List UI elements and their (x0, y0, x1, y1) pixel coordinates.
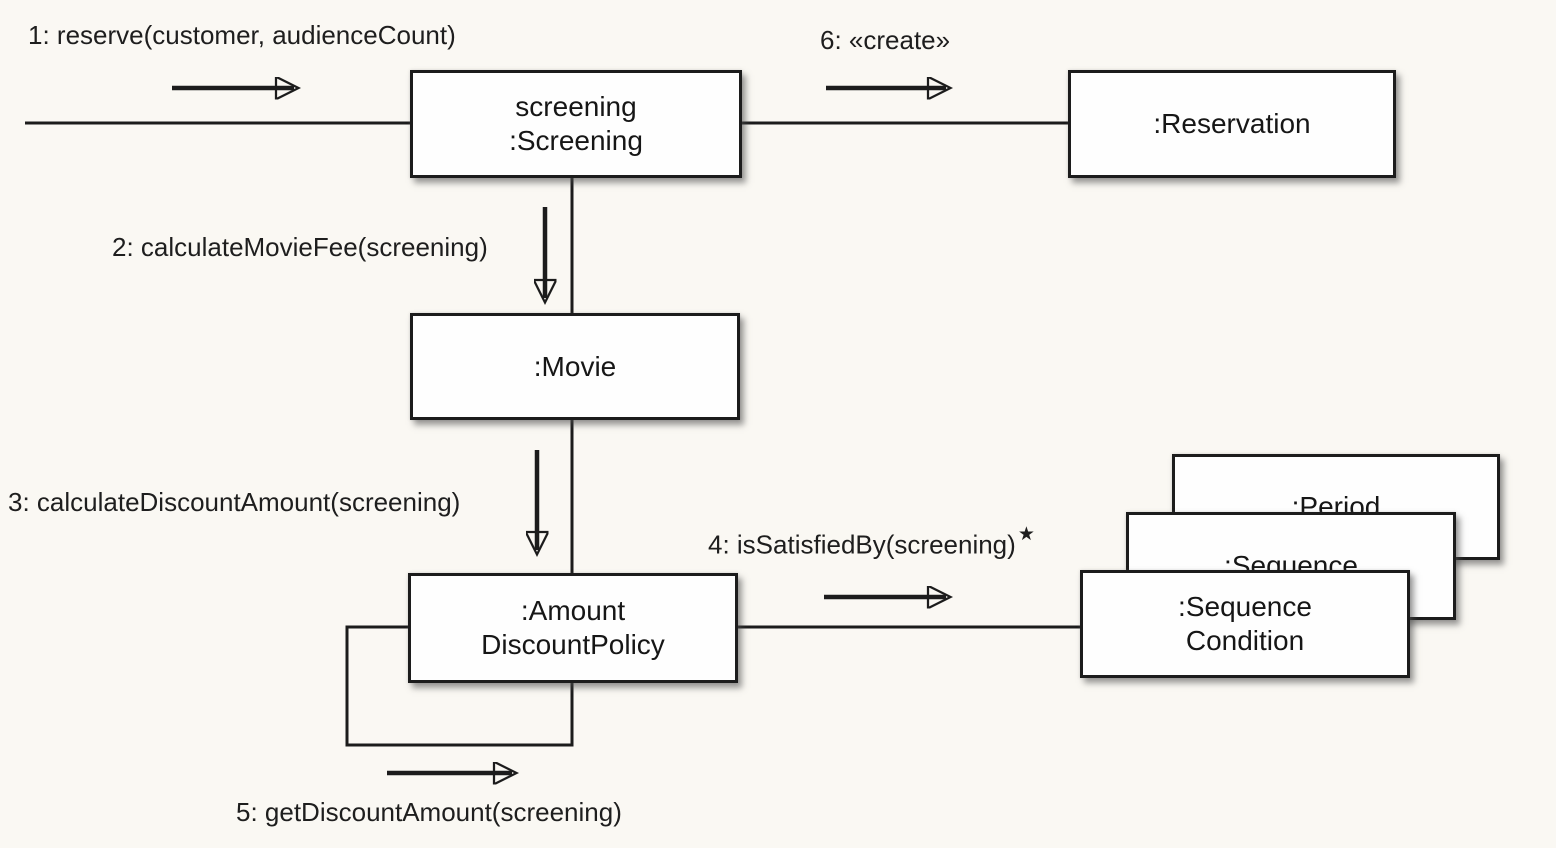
object-box-reservation: :Reservation (1068, 70, 1396, 178)
object-label: :Reservation (1153, 108, 1311, 139)
message-label-6: 6: «create» (820, 25, 950, 55)
message-text: 6: «create» (820, 25, 951, 55)
object-box-screening: screening :Screening (410, 70, 742, 178)
message-label-1: 1: reserve(customer, audienceCount) (28, 20, 456, 50)
object-label: :Movie (533, 350, 617, 382)
message-text: 1: reserve(customer, audienceCount) (28, 20, 456, 50)
object-label: screening (515, 91, 637, 122)
message-label-3: 3: calculateDiscountAmount(screening) (8, 487, 460, 517)
message-label-2: 2: calculateMovieFee(screening) (112, 232, 488, 262)
object-box-sequence-condition: :Sequence Condition (1080, 570, 1410, 678)
object-label: :Screening (509, 125, 643, 156)
message-text: 2: calculateMovieFee(screening) (112, 232, 488, 262)
link-self-loop-discountpolicy (345, 625, 574, 747)
object-box-movie: :Movie (410, 313, 740, 420)
object-label: :Sequence (1178, 591, 1312, 622)
message-text: 3: calculateDiscountAmount(screening) (8, 487, 461, 517)
object-label: DiscountPolicy (481, 629, 665, 660)
message-label-4: 4: isSatisfiedBy(screening)★ (708, 524, 1035, 560)
object-label: Condition (1185, 625, 1305, 656)
object-label: :Amount (520, 595, 626, 626)
object-box-amount-discount-policy: :Amount DiscountPolicy (408, 573, 738, 683)
message-text: 5: getDiscountAmount(screening) (236, 797, 622, 827)
message-text: 4: isSatisfiedBy(screening) (708, 529, 1016, 560)
message-label-5: 5: getDiscountAmount(screening) (236, 797, 622, 827)
iteration-star-icon: ★ (1017, 524, 1035, 545)
